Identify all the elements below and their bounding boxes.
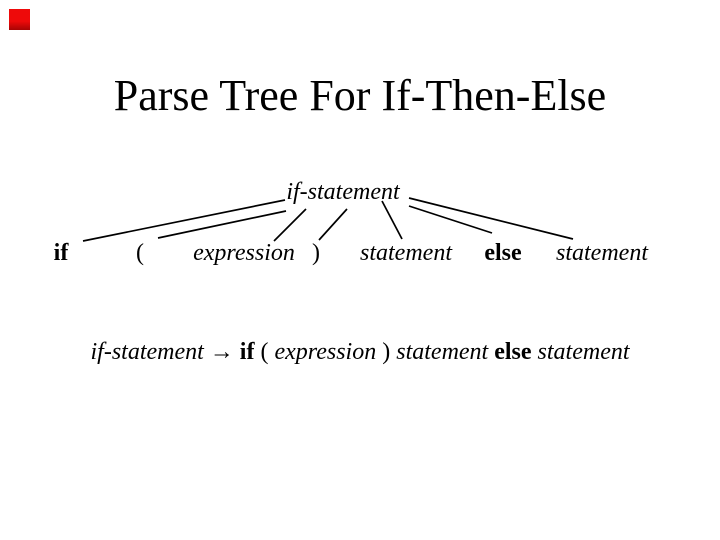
tree-edge-statement-2 — [408, 197, 574, 240]
production-rule: if-statement → if ( expression ) stateme… — [0, 340, 720, 364]
rule-arrow-symbol: → — [209, 339, 234, 365]
slide-title: Parse Tree For If-Then-Else — [113, 71, 607, 120]
tree-edge-expression — [273, 208, 307, 242]
rule-if: if — [239, 339, 255, 365]
rule-lhs: if-statement — [90, 339, 204, 365]
tree-edge-statement-1 — [381, 200, 403, 240]
tree-edge-else — [408, 205, 493, 234]
rule-open-paren: ( — [260, 339, 269, 365]
tree-leaf-statement-1: statement — [360, 240, 452, 266]
tree-leaf-statement-2: statement — [556, 240, 648, 266]
tree-leaf-open-paren: ( — [136, 240, 144, 266]
tree-edge-if — [82, 199, 286, 242]
tree-edge-open-paren — [157, 210, 287, 239]
rule-close-paren: ) — [382, 339, 391, 365]
tree-root-label: if-statement — [286, 179, 400, 205]
accent-square — [9, 9, 30, 30]
rule-expression: expression — [274, 339, 377, 365]
rule-statement-2: statement — [537, 339, 630, 365]
rule-else: else — [494, 339, 532, 365]
tree-edge-close-paren — [318, 208, 348, 241]
tree-leaf-close-paren: ) — [312, 240, 320, 266]
rule-statement-1: statement — [396, 339, 489, 365]
tree-leaf-if: if — [53, 240, 69, 266]
tree-leaf-else: else — [484, 240, 522, 266]
tree-leaf-expression: expression — [193, 240, 295, 266]
